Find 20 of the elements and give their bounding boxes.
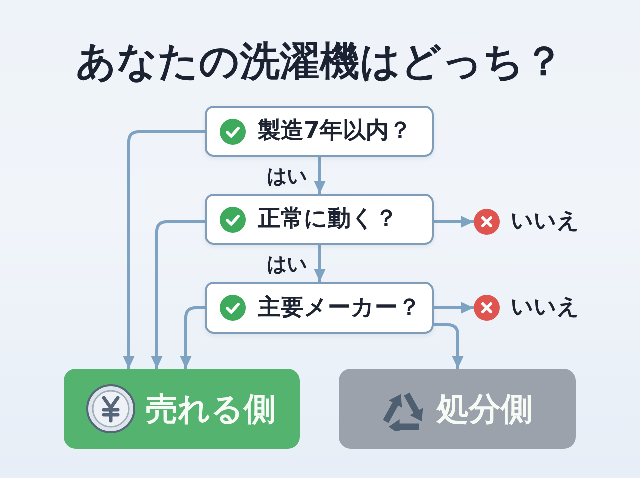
answer-text: いいえ [511, 295, 580, 321]
arrow [151, 220, 205, 369]
question-text: 正常に動く？ [258, 206, 398, 233]
result-text: 売れる側 [146, 390, 276, 428]
arrow [314, 245, 326, 282]
title: あなたの洗濯機はどっち？ [76, 38, 564, 87]
result-box [64, 369, 300, 449]
result-box [339, 369, 576, 449]
question-box [205, 282, 434, 334]
question-box [205, 106, 434, 157]
arrow [314, 157, 326, 194]
arrow [434, 324, 464, 369]
arrow [434, 216, 474, 228]
result-text: 処分側 [437, 390, 533, 428]
arrow [123, 130, 205, 369]
question-text: 製造7年以内？ [258, 118, 412, 145]
arrow [434, 302, 474, 314]
question-text: 主要メーカー？ [258, 294, 421, 322]
question-box [205, 194, 434, 245]
answer-text: いいえ [511, 209, 580, 235]
